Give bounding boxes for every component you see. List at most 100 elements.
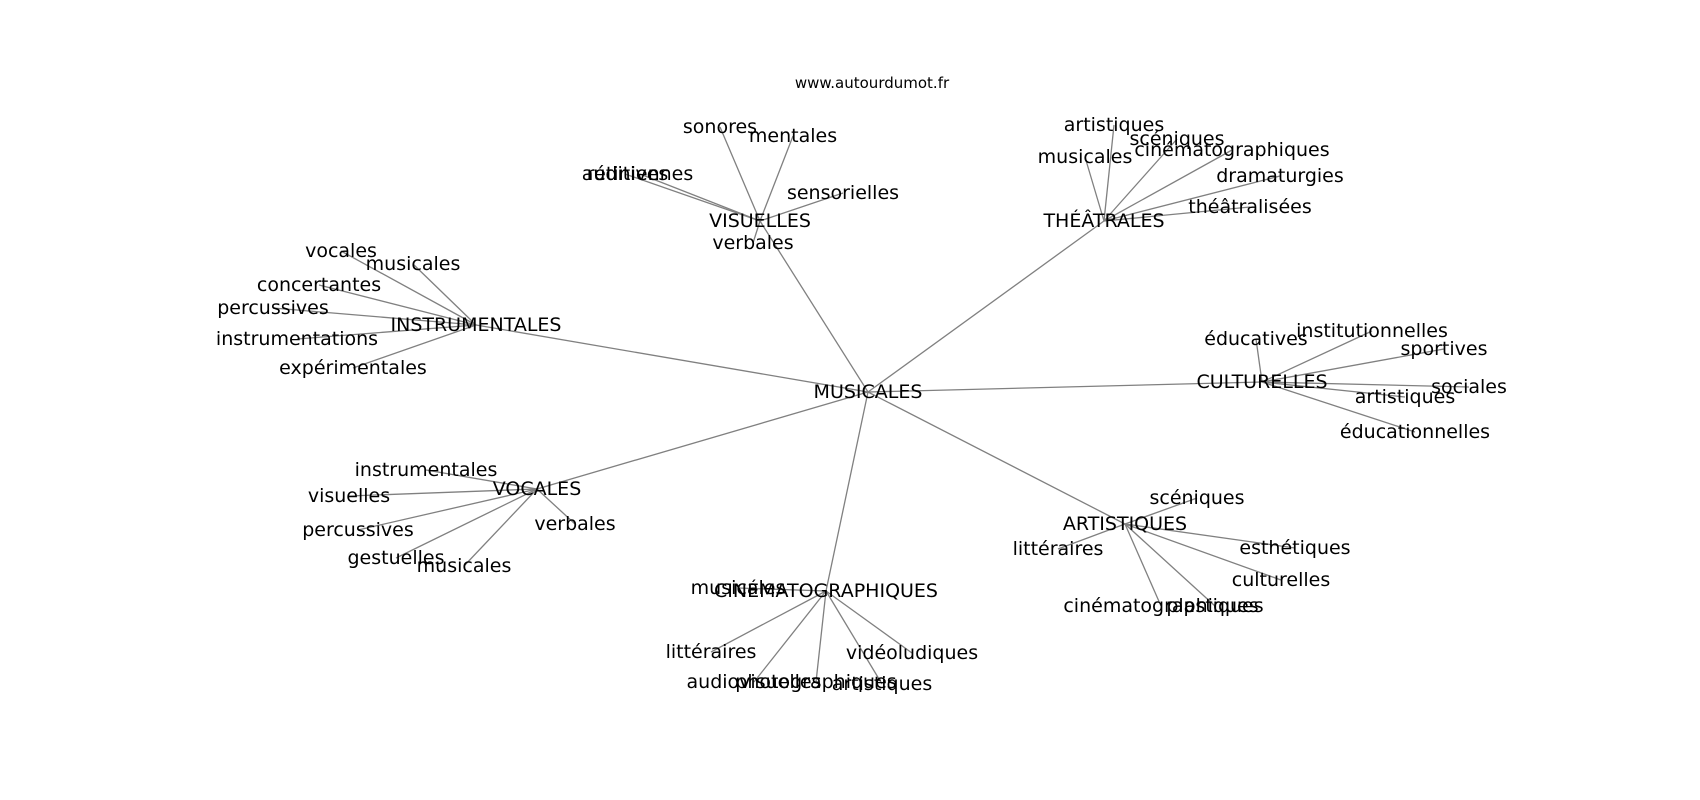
edge-theatrales-leaf-0 (1103, 124, 1115, 222)
hub-node-theatrales[interactable]: THÉÂTRALES (1042, 209, 1164, 232)
edge-cinematographiques-leaf-4 (815, 590, 827, 683)
leaf-node-cinematographiques-2[interactable]: vidéoludiques (846, 642, 978, 664)
leaf-node-culturelles-0[interactable]: éducatives (1204, 328, 1307, 350)
leaf-node-instrumentales-1[interactable]: musicales (366, 253, 461, 275)
leaf-node-visuelles-5[interactable]: verbales (712, 232, 793, 254)
edge-artistiques-leaf-4 (1124, 523, 1162, 607)
edge-center-cinematographiques (825, 391, 869, 592)
leaf-node-instrumentales-5[interactable]: expérimentales (279, 357, 427, 379)
leaf-node-artistiques-2[interactable]: esthétiques (1239, 537, 1350, 559)
hub-node-cinematographiques[interactable]: CINÉMATOGRAPHIQUES (714, 579, 938, 602)
leaf-node-theatrales-5[interactable]: théâtralisées (1188, 196, 1311, 218)
leaf-node-culturelles-5[interactable]: éducationnelles (1340, 421, 1490, 443)
leaf-node-visuelles-3[interactable]: rétiniennes (587, 163, 694, 185)
leaf-node-vocales-1[interactable]: visuelles (308, 485, 390, 507)
leaf-node-instrumentales-4[interactable]: instrumentations (216, 328, 378, 350)
hub-node-culturelles[interactable]: CULTURELLES (1196, 371, 1327, 393)
edge-artistiques-leaf-2 (1124, 523, 1296, 549)
edge-center-visuelles (759, 220, 869, 393)
edge-culturelles-leaf-1 (1261, 330, 1373, 383)
leaf-node-vocales-3[interactable]: verbales (534, 513, 615, 535)
edges-layer (272, 124, 1470, 685)
leaf-node-visuelles-4[interactable]: sensorielles (787, 182, 899, 204)
leaf-node-culturelles-1[interactable]: institutionnelles (1296, 320, 1448, 342)
edge-visuelles-leaf-2 (759, 135, 794, 222)
edge-artistiques-leaf-3 (1124, 523, 1282, 581)
edge-culturelles-leaf-4 (1261, 381, 1406, 398)
edge-center-instrumentales (475, 324, 869, 393)
leaf-node-cinematographiques-3[interactable]: audiovisuelles (687, 671, 822, 693)
leaf-node-cinematographiques-4[interactable]: photographiques (735, 671, 896, 693)
edge-culturelles-leaf-5 (1261, 381, 1416, 433)
edge-culturelles-leaf-3 (1261, 381, 1470, 388)
leaf-node-theatrales-4[interactable]: dramaturgies (1216, 165, 1344, 187)
edge-vocales-leaf-4 (395, 488, 538, 559)
edge-vocales-leaf-1 (348, 488, 538, 497)
edge-center-culturelles (867, 381, 1263, 393)
leaf-node-culturelles-2[interactable]: sportives (1401, 338, 1488, 360)
leaf-node-artistiques-3[interactable]: culturelles (1232, 569, 1331, 591)
leaf-node-vocales-4[interactable]: gestuelles (348, 547, 445, 569)
edge-cinematographiques-leaf-0 (737, 587, 827, 592)
edge-center-artistiques (867, 391, 1126, 525)
edge-artistiques-leaf-5 (1124, 523, 1216, 607)
leaf-node-theatrales-0[interactable]: artistiques (1064, 114, 1165, 136)
edge-artistiques-leaf-0 (1124, 497, 1198, 525)
edge-instrumentales-leaf-5 (352, 324, 477, 369)
edge-instrumentales-leaf-2 (318, 284, 477, 326)
edge-visuelles-leaf-3 (639, 173, 761, 222)
leaf-node-visuelles-1[interactable]: auditives (582, 163, 669, 185)
edge-theatrales-leaf-1 (1103, 138, 1178, 222)
leaf-node-cinematographiques-5[interactable]: artistiques (832, 673, 933, 695)
edge-center-theatrales (867, 220, 1105, 393)
edge-cinematographiques-leaf-2 (825, 590, 913, 654)
edge-theatrales-leaf-3 (1103, 149, 1233, 222)
leaf-node-artistiques-1[interactable]: littéraires (1013, 538, 1104, 560)
edge-visuelles-leaf-1 (624, 173, 761, 222)
edge-vocales-leaf-2 (357, 488, 538, 531)
edge-vocales-leaf-0 (425, 469, 538, 490)
leaf-node-vocales-0[interactable]: instrumentales (355, 459, 498, 481)
edge-instrumentales-leaf-3 (272, 307, 477, 326)
leaf-node-culturelles-3[interactable]: sociales (1431, 376, 1507, 398)
leaf-node-theatrales-1[interactable]: scéniques (1129, 128, 1224, 150)
edge-visuelles-leaf-5 (752, 220, 761, 244)
edge-visuelles-leaf-4 (759, 192, 844, 222)
edge-culturelles-leaf-0 (1255, 338, 1263, 383)
leaf-node-visuelles-2[interactable]: mentales (749, 125, 837, 147)
edge-theatrales-leaf-5 (1103, 206, 1251, 222)
leaf-node-vocales-5[interactable]: musicales (417, 555, 512, 577)
edge-center-vocales (536, 391, 869, 490)
edge-vocales-leaf-3 (536, 488, 576, 525)
leaf-node-theatrales-2[interactable]: musicales (1038, 146, 1133, 168)
site-credit: www.autourdumot.fr (795, 74, 950, 92)
labels-layer: MUSICALES VISUELLES sonores auditives mental… (216, 114, 1507, 695)
leaf-node-visuelles-0[interactable]: sonores (683, 116, 757, 138)
edge-cinematographiques-leaf-3 (753, 590, 827, 683)
edge-cinematographiques-leaf-5 (825, 590, 883, 685)
leaf-node-artistiques-4[interactable]: cinématographiques (1063, 595, 1258, 617)
leaf-node-cinematographiques-0[interactable]: musicales (691, 577, 786, 599)
leaf-node-instrumentales-3[interactable]: percussives (217, 297, 329, 319)
edge-instrumentales-leaf-1 (412, 263, 477, 326)
edge-theatrales-leaf-2 (1084, 156, 1105, 222)
center-node-label[interactable]: MUSICALES (814, 381, 923, 403)
hub-node-instrumentales[interactable]: INSTRUMENTALES (391, 314, 562, 336)
edge-instrumentales-leaf-4 (296, 324, 477, 340)
edge-vocales-leaf-5 (463, 488, 538, 567)
leaf-node-cinematographiques-1[interactable]: littéraires (666, 641, 757, 663)
edge-culturelles-leaf-2 (1261, 348, 1445, 383)
leaf-node-instrumentales-0[interactable]: vocales (305, 240, 377, 262)
edge-visuelles-leaf-0 (719, 126, 761, 222)
hub-node-vocales[interactable]: VOCALES (493, 478, 582, 500)
leaf-node-vocales-2[interactable]: percussives (302, 519, 414, 541)
edge-theatrales-leaf-4 (1103, 175, 1281, 222)
hub-node-visuelles[interactable]: VISUELLES (709, 210, 811, 232)
leaf-node-culturelles-4[interactable]: artistiques (1355, 386, 1456, 408)
leaf-node-instrumentales-2[interactable]: concertantes (257, 274, 381, 296)
leaf-node-theatrales-3[interactable]: cinématographiques (1134, 139, 1329, 161)
leaf-node-artistiques-5[interactable]: plastiques (1166, 595, 1263, 617)
hub-node-artistiques[interactable]: ARTISTIQUES (1063, 513, 1187, 535)
leaf-node-artistiques-0[interactable]: scéniques (1149, 487, 1244, 509)
